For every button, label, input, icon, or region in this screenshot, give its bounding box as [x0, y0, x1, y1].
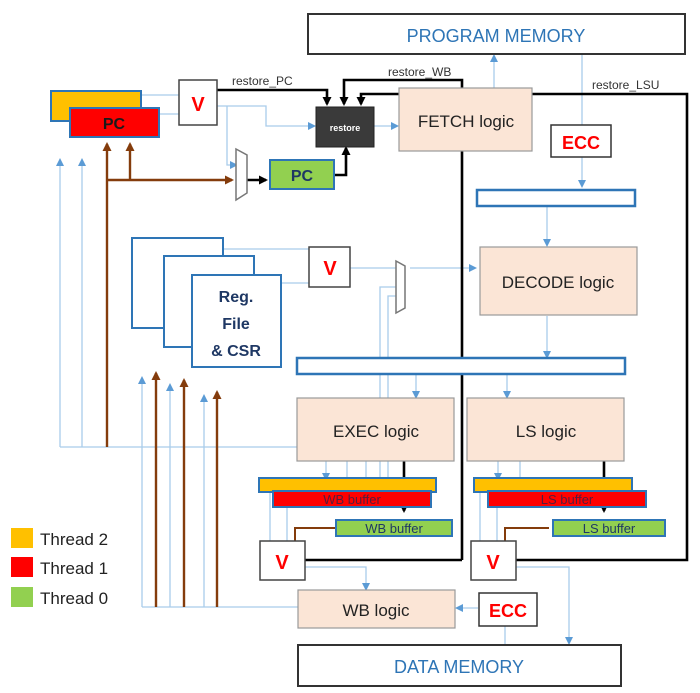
svg-text:V: V: [486, 552, 500, 574]
legend-swatch: [11, 528, 33, 548]
svg-text:& CSR: & CSR: [211, 343, 261, 360]
pc-restored: PC: [269, 159, 335, 190]
pc-mux: [235, 147, 248, 202]
pc-replicated-label: PC: [103, 116, 126, 133]
svg-text:Thread 2: Thread 2: [40, 530, 108, 549]
svg-text:V: V: [323, 258, 337, 280]
legend-item-thread-2: Thread 2: [11, 528, 108, 549]
svg-text:WB logic: WB logic: [342, 601, 410, 620]
program-memory: PROGRAM MEMORY: [307, 13, 686, 55]
pc-replicated: PC: [50, 90, 160, 138]
regfile-mux: [395, 259, 406, 315]
voter-regfile: V: [308, 246, 351, 288]
fetch-logic: FETCH logic: [398, 87, 533, 152]
svg-text:LS logic: LS logic: [516, 422, 577, 441]
svg-text:Reg.: Reg.: [219, 289, 254, 306]
svg-text:EXEC logic: EXEC logic: [333, 422, 419, 441]
voter-pc: V: [178, 79, 218, 126]
svg-text:WB buffer: WB buffer: [323, 492, 381, 507]
restore-block: restore: [315, 106, 375, 148]
wb-logic: WB logic: [297, 589, 456, 629]
register-file: Reg. File & CSR: [131, 237, 282, 368]
svg-text:LS buffer: LS buffer: [583, 521, 636, 536]
svg-text:V: V: [275, 552, 289, 574]
decode-logic: DECODE logic: [479, 246, 638, 316]
ecc-data: ECC: [478, 592, 538, 627]
svg-text:File: File: [222, 316, 250, 333]
svg-text:restore: restore: [330, 123, 361, 133]
svg-text:PC: PC: [291, 168, 314, 185]
svg-text:FETCH logic: FETCH logic: [418, 112, 515, 131]
ecc-fetch: ECC: [550, 124, 612, 158]
pipeline-register-fd: [475, 188, 637, 208]
legend-swatch: [11, 557, 33, 577]
legend: Thread 2 Thread 1 Thread 0: [11, 528, 108, 608]
svg-text:Thread 1: Thread 1: [40, 559, 108, 578]
data-memory: DATA MEMORY: [297, 644, 622, 687]
ls-buffers: LS buffer LS buffer: [473, 477, 666, 537]
legend-item-thread-1: Thread 1: [11, 557, 108, 578]
restore-pc-label: restore_PC: [232, 74, 293, 88]
svg-text:DECODE logic: DECODE logic: [502, 273, 615, 292]
voter-ls: V: [470, 540, 517, 581]
wb-buffers: WB buffer WB buffer: [258, 477, 453, 537]
svg-text:V: V: [191, 94, 205, 116]
legend-item-thread-0: Thread 0: [11, 587, 108, 608]
ls-logic: LS logic: [466, 397, 625, 462]
brown-wires: [102, 142, 549, 607]
svg-text:Thread 0: Thread 0: [40, 589, 108, 608]
legend-swatch: [11, 587, 33, 607]
voter-wb: V: [259, 540, 306, 581]
restore-lsu-label: restore_LSU: [592, 78, 659, 92]
program-memory-label: PROGRAM MEMORY: [407, 26, 586, 46]
svg-text:ECC: ECC: [562, 133, 600, 153]
svg-text:ECC: ECC: [489, 601, 527, 621]
restore-wb-label: restore_WB: [388, 65, 451, 79]
pipeline-register-de: [295, 356, 627, 376]
svg-text:LS buffer: LS buffer: [541, 492, 594, 507]
data-memory-label: DATA MEMORY: [394, 657, 524, 677]
exec-logic: EXEC logic: [296, 397, 455, 462]
svg-text:WB buffer: WB buffer: [365, 521, 423, 536]
